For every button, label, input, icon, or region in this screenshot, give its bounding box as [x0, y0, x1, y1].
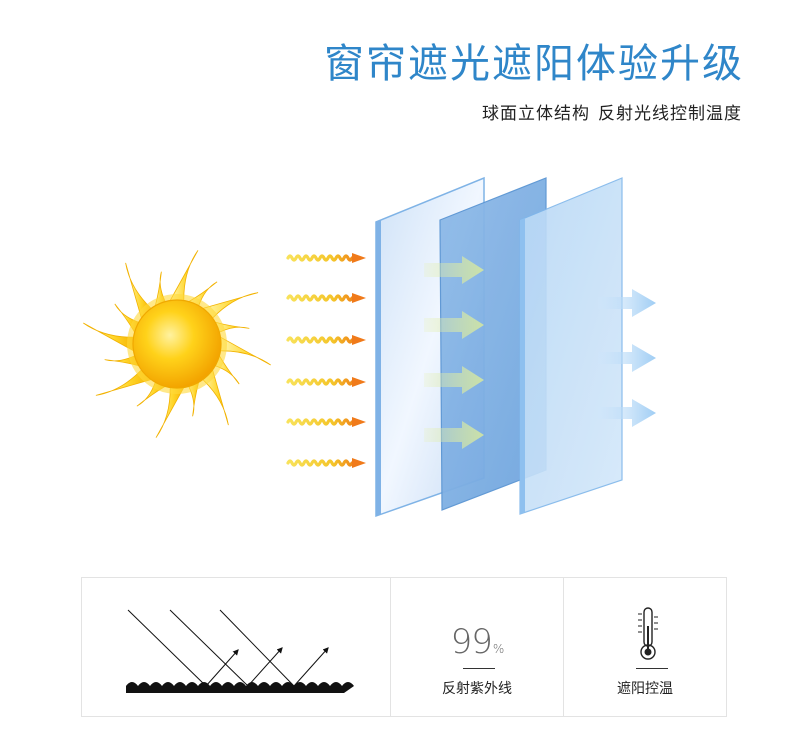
uv-percent: 99%	[391, 622, 563, 669]
outgoing-light-arrows	[598, 289, 656, 427]
temperature-control-feature: 遮阳控温	[564, 578, 726, 716]
curtain-layer-3	[519, 177, 623, 515]
reflection-diagram	[82, 578, 391, 716]
uv-label: 反射紫外线	[442, 681, 512, 697]
uv-unit: %	[492, 642, 504, 656]
reflection-icon	[126, 609, 354, 693]
light-blocking-illustration	[83, 176, 656, 518]
uv-reflection-feature: 99% 反射紫外线	[391, 578, 564, 716]
page-title: 窗帘遮光遮阳体验升级	[324, 41, 744, 87]
filtered-light-arrows	[424, 256, 484, 449]
uv-value: 99	[450, 622, 493, 662]
feature-strip: 99% 反射紫外线 遮阳控温	[81, 577, 727, 717]
divider	[463, 668, 495, 669]
subtitle-part-temperature: 反射光线控制温度	[598, 104, 742, 124]
thermometer-icon	[638, 607, 658, 660]
subtitle-part-structure: 球面立体结构	[482, 104, 590, 124]
page-subtitle: 球面立体结构反射光线控制温度	[482, 99, 742, 124]
temperature-label: 遮阳控温	[617, 681, 673, 697]
sun-icon	[83, 250, 271, 438]
divider	[636, 668, 668, 669]
incoming-light-rays	[286, 253, 366, 468]
